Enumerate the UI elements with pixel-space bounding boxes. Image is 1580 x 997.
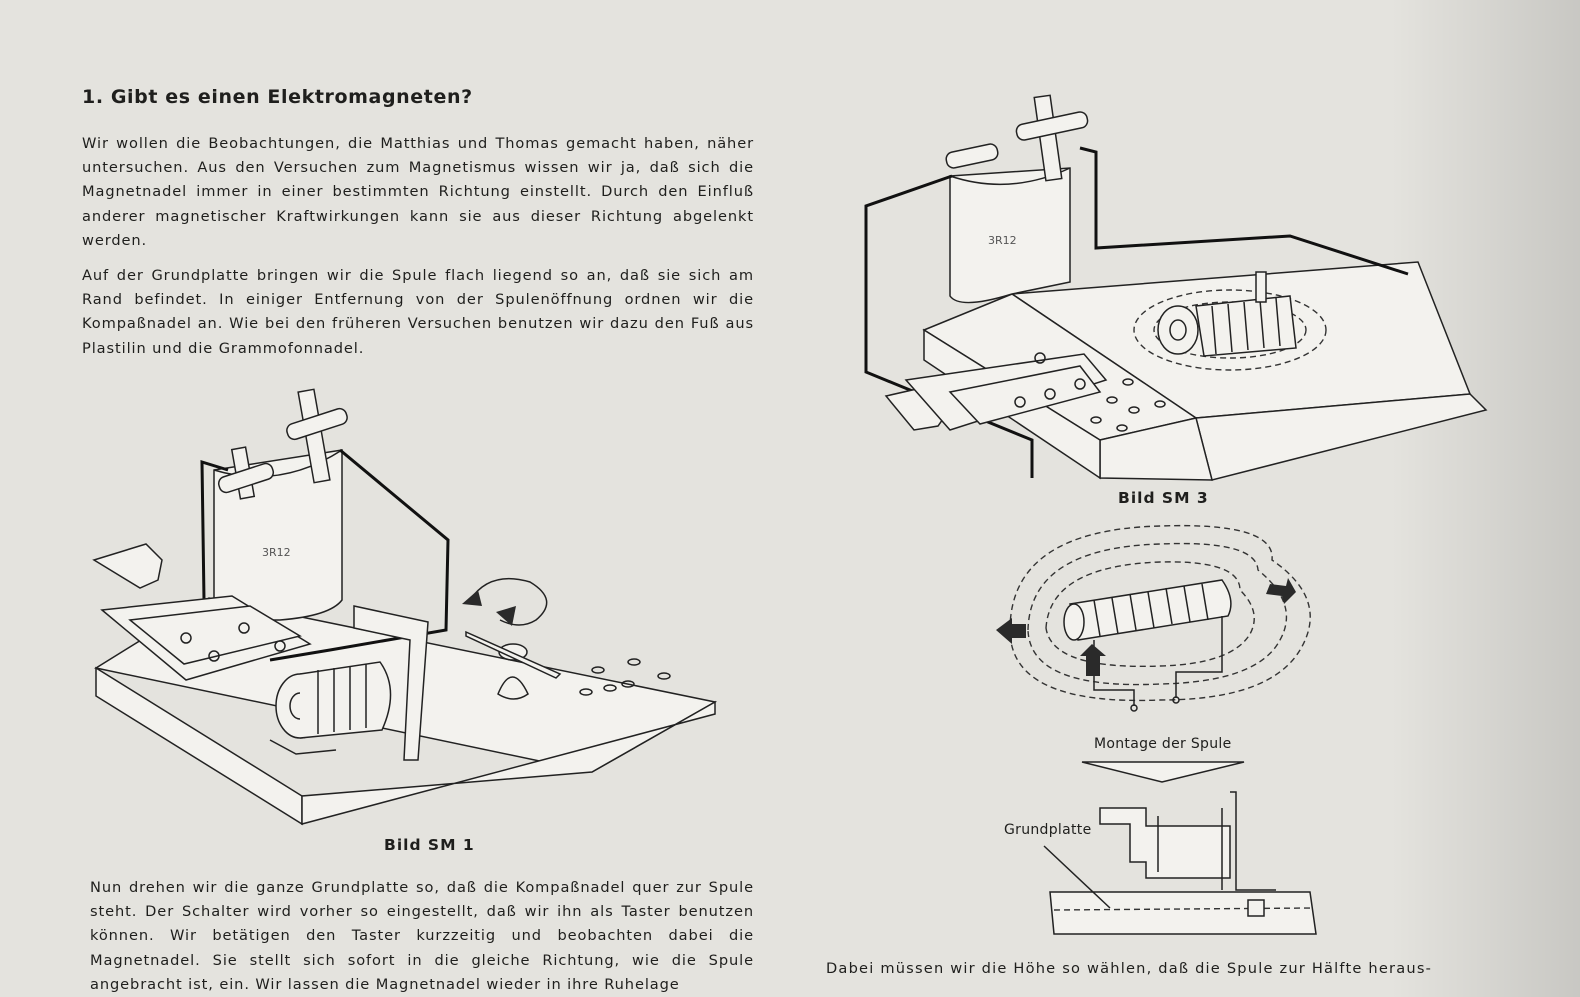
coil-section <box>1099 807 1231 879</box>
grundplatte-pointer <box>1043 845 1111 909</box>
figure-sm3-caption: Bild SM 3 <box>1118 489 1209 507</box>
compass-needle <box>465 630 562 679</box>
grundplatte-label: Grundplatte <box>1004 822 1092 838</box>
paragraph-3: Nun drehen wir die ganze Grundplatte so,… <box>90 879 754 993</box>
switch-lever <box>92 543 163 589</box>
terminal-clip-left <box>217 462 275 494</box>
section-heading: 1. Gibt es einen Elektromagneten? <box>82 86 473 108</box>
montage-arrow <box>1081 761 1245 783</box>
terminal-clip-right <box>286 407 348 441</box>
wire-right <box>1079 146 1409 276</box>
field-arrow-up <box>1080 644 1106 676</box>
plate-holes <box>579 658 671 696</box>
terminal-right <box>297 388 331 484</box>
montage-label: Montage der Spule <box>1094 736 1232 752</box>
plate-holes <box>1090 378 1166 432</box>
paragraph-1: Wir wollen die Beobachtungen, die Matthi… <box>82 135 754 249</box>
field-line-middle <box>1027 542 1288 686</box>
wire-left <box>864 174 1034 478</box>
field-arrow-right <box>1266 578 1296 604</box>
field-arrow-left <box>996 618 1026 644</box>
base-plate-side <box>301 700 716 825</box>
rotation-arrow <box>469 577 548 626</box>
field-line-inner <box>1045 561 1255 668</box>
compass-foot <box>497 676 529 700</box>
figure-sm1-caption: Bild SM 1 <box>384 836 475 854</box>
coil-bracket <box>353 605 429 761</box>
field-line-outer <box>1009 524 1311 702</box>
grundplatte-board <box>1049 891 1317 935</box>
coil-body <box>299 661 392 739</box>
iron-filings <box>1133 289 1327 371</box>
paragraph-4: Dabei müssen wir die Höhe so wählen, daß… <box>826 960 1433 977</box>
bracket <box>1230 791 1276 891</box>
battery-label: 3R12 <box>262 546 291 559</box>
battery-label: 3R12 <box>988 234 1017 247</box>
wire-right <box>269 448 450 662</box>
paragraph-2: Auf der Grundplatte bringen wir die Spul… <box>82 267 754 357</box>
battery-body <box>949 167 1071 304</box>
